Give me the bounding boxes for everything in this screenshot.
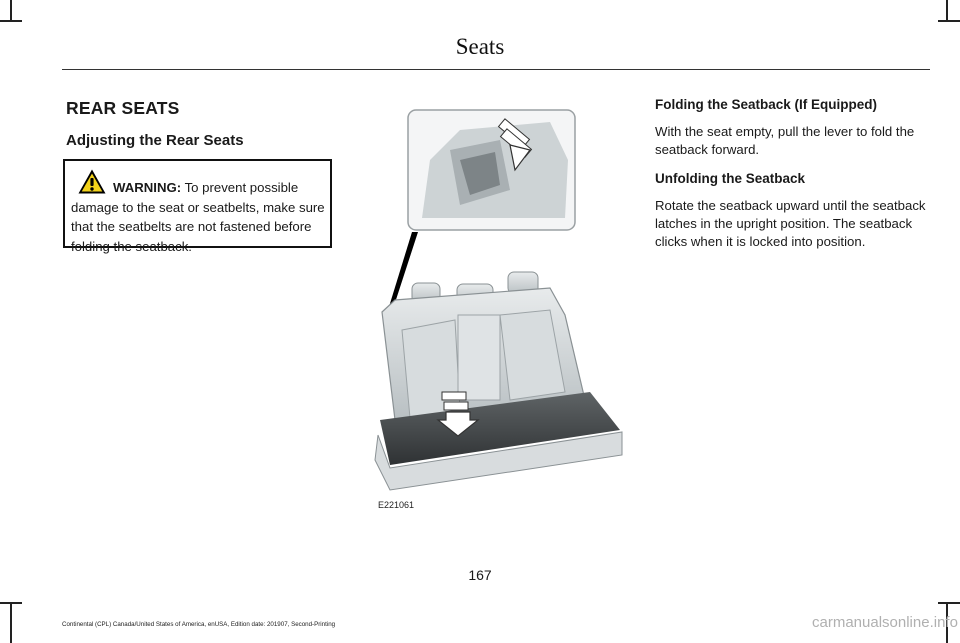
figure-code: E221061 bbox=[378, 500, 415, 510]
rear-seat-illustration bbox=[374, 109, 623, 491]
crop-mark-top-left-v bbox=[10, 0, 12, 22]
warning-body: To prevent possible damage to the seat o… bbox=[71, 180, 325, 254]
page-number: 167 bbox=[468, 567, 492, 583]
page-title: Seats bbox=[455, 34, 505, 59]
crop-mark-bottom-left-h bbox=[0, 602, 22, 604]
warning-triangle-icon bbox=[78, 169, 106, 194]
sub-heading: Adjusting the Rear Seats bbox=[66, 132, 244, 149]
section-heading: REAR SEATS bbox=[66, 98, 180, 118]
warning-text: WARNING: To prevent possible damage to t… bbox=[71, 178, 337, 256]
footer-edition-text: Continental (CPL) Canada/United States o… bbox=[62, 621, 336, 628]
warning-label: WARNING: bbox=[113, 180, 182, 195]
unfolding-text: Rotate the seatback upward until the sea… bbox=[655, 198, 926, 249]
right-column: Folding the Seatback (If Equipped) With … bbox=[655, 96, 930, 262]
folding-heading: Folding the Seatback (If Equipped) bbox=[655, 97, 878, 112]
crop-mark-top-right-v bbox=[946, 0, 948, 22]
crop-mark-top-left-h bbox=[0, 20, 22, 22]
crop-mark-bottom-right-v bbox=[946, 602, 948, 643]
watermark: carmanualsonline.info bbox=[812, 614, 958, 631]
title-divider bbox=[62, 69, 930, 70]
crop-mark-bottom-left-v bbox=[10, 602, 12, 643]
crop-mark-top-right-h bbox=[938, 20, 960, 22]
unfolding-heading: Unfolding the Seatback bbox=[655, 171, 806, 186]
warning-box: WARNING: To prevent possible damage to t… bbox=[63, 159, 332, 254]
crop-mark-bottom-right-h bbox=[938, 602, 960, 604]
folding-text: With the seat empty, pull the lever to f… bbox=[655, 124, 915, 157]
